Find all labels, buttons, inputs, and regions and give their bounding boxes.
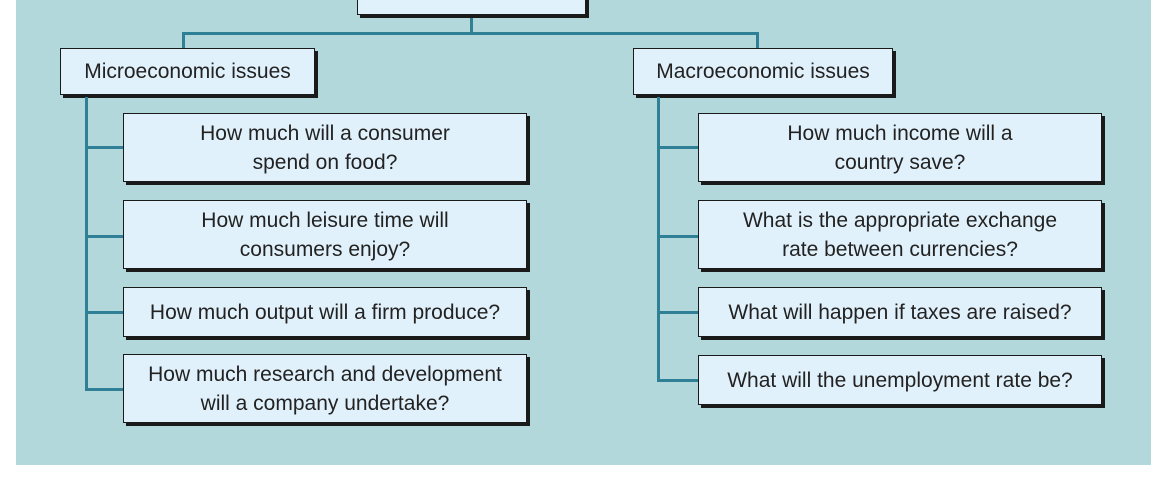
microeconomic-issues-label: Microeconomic issues xyxy=(84,60,291,83)
root-horizontal-line xyxy=(182,32,759,35)
microeconomic-issues-box: Microeconomic issues xyxy=(60,48,315,95)
root-box xyxy=(357,0,586,15)
right-tick-4 xyxy=(657,379,700,382)
micro-item-text: How much output will a firm produce? xyxy=(149,300,501,324)
micro-item-box: How much will a consumer spend on food? xyxy=(123,113,527,182)
right-spine-line xyxy=(657,97,660,381)
macro-item-text: What will happen if taxes are raised? xyxy=(728,300,1072,324)
macroeconomic-issues-label: Macroeconomic issues xyxy=(656,60,870,83)
left-tick-3 xyxy=(85,311,125,314)
left-tick-1 xyxy=(85,146,125,149)
macro-item-box: How much income will a country save? xyxy=(698,113,1102,182)
micro-item-box: How much output will a firm produce? xyxy=(123,287,527,337)
macro-item-box: What will happen if taxes are raised? xyxy=(698,287,1102,337)
root-stem-line xyxy=(470,18,473,35)
micro-item-text: How much leisure time will consumers enj… xyxy=(201,208,449,261)
right-tick-2 xyxy=(657,235,700,238)
left-tick-4 xyxy=(85,388,125,391)
macro-item-text: What will the unemployment rate be? xyxy=(727,368,1073,392)
left-drop-line xyxy=(182,32,185,50)
micro-item-box: How much research and development will a… xyxy=(123,354,527,423)
right-drop-line xyxy=(756,32,759,50)
micro-item-box: How much leisure time will consumers enj… xyxy=(123,200,527,269)
macro-item-text: What is the appropriate exchange rate be… xyxy=(742,208,1058,261)
micro-item-text: How much will a consumer spend on food? xyxy=(200,121,450,174)
macro-item-box: What is the appropriate exchange rate be… xyxy=(698,200,1102,269)
macro-item-box: What will the unemployment rate be? xyxy=(698,355,1102,405)
micro-item-text: How much research and development will a… xyxy=(148,362,502,415)
left-spine-line xyxy=(85,97,88,390)
left-tick-2 xyxy=(85,235,125,238)
right-tick-1 xyxy=(657,146,700,149)
macro-item-text: How much income will a country save? xyxy=(787,121,1013,174)
right-tick-3 xyxy=(657,311,700,314)
macroeconomic-issues-box: Macroeconomic issues xyxy=(633,48,893,95)
